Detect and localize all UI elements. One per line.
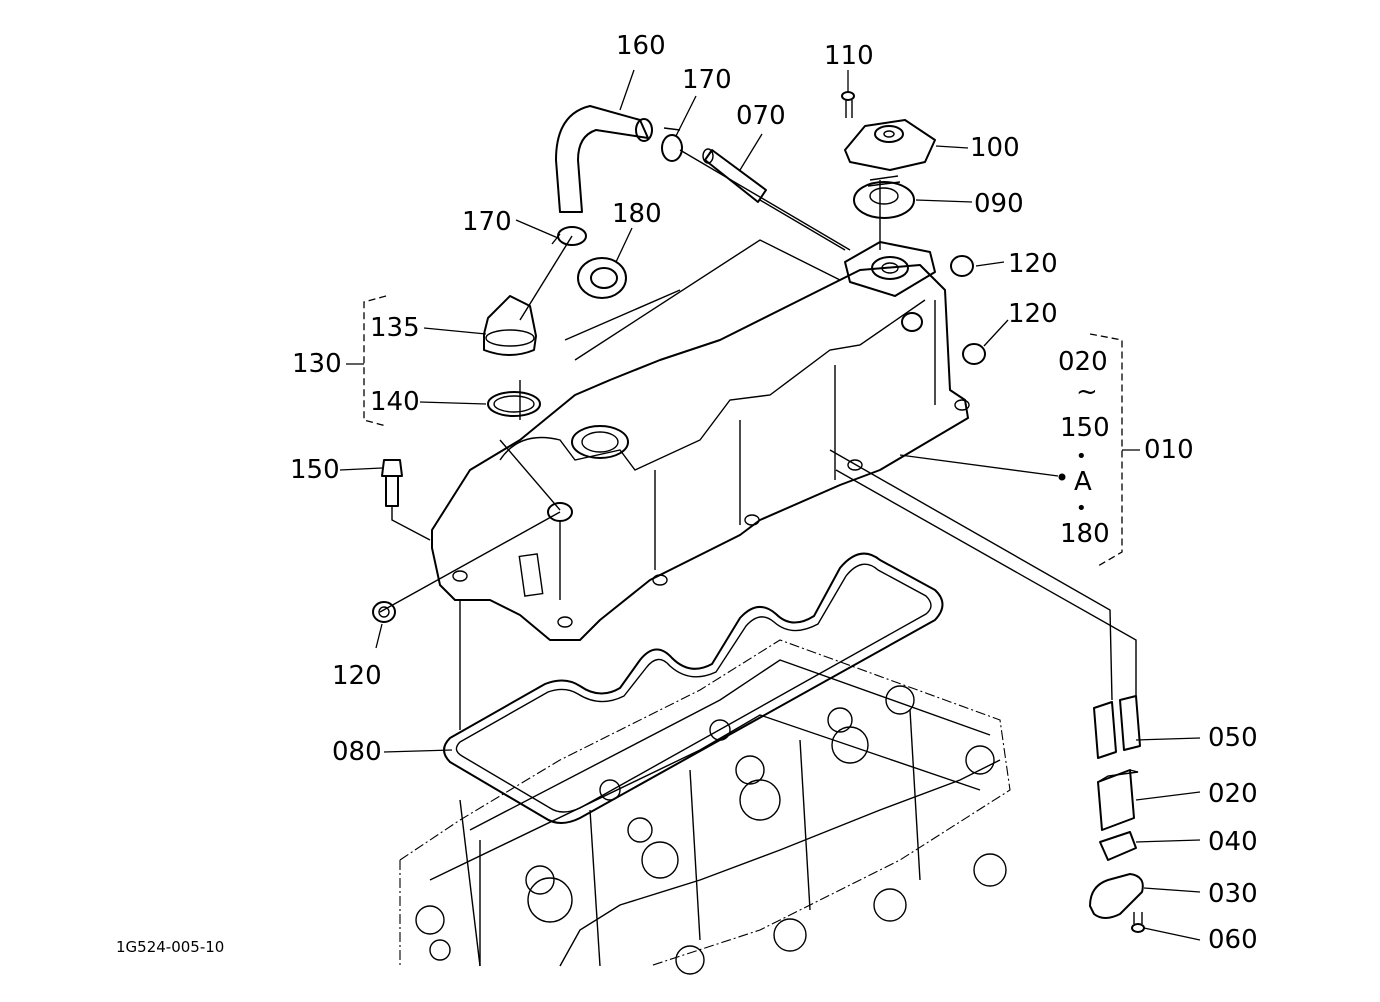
- label-040: 040: [1208, 827, 1258, 857]
- label-130: 130: [292, 349, 342, 379]
- assembly-note: 020 ~ 150 • A • 180: [1058, 347, 1110, 549]
- label-020: 020: [1208, 779, 1258, 809]
- note-dot-2: •: [1076, 498, 1087, 519]
- assembly-lines: [379, 149, 1137, 967]
- cylinder-head: [399, 639, 1011, 975]
- note-tilde: ~: [1076, 377, 1098, 407]
- label-030: 030: [1208, 879, 1258, 909]
- label-090: 090: [974, 189, 1024, 219]
- label-050: 050: [1208, 723, 1258, 753]
- label-080: 080: [332, 737, 382, 767]
- label-170-top: 170: [682, 65, 732, 95]
- oil-filler-cap: [483, 295, 537, 356]
- screw-110: [841, 91, 855, 118]
- note-150: 150: [1060, 413, 1110, 443]
- group-bracket-130: [363, 295, 387, 427]
- label-060: 060: [1208, 925, 1258, 955]
- leader-lines: [339, 69, 1201, 941]
- label-160: 160: [616, 31, 666, 61]
- rocker-cover-gasket: [443, 552, 944, 824]
- label-100: 100: [970, 133, 1020, 163]
- label-070: 070: [736, 101, 786, 131]
- bolt-150: [381, 459, 403, 507]
- note-020: 020: [1058, 347, 1108, 377]
- element-020: [1097, 769, 1139, 831]
- label-120-left: 120: [332, 661, 382, 691]
- label-150: 150: [290, 455, 340, 485]
- breather-pipe: [702, 148, 767, 203]
- hose-clamp-left: [551, 226, 587, 246]
- o-ring: [487, 391, 541, 417]
- label-120-right-lower: 120: [1008, 299, 1058, 329]
- bracket-050: [1093, 695, 1141, 759]
- breather-hose: [555, 105, 653, 213]
- label-010: 010: [1144, 435, 1194, 465]
- grommet-right-upper: [950, 255, 974, 277]
- grommet-right-lower: [962, 343, 986, 365]
- breather-valve-090: [853, 175, 915, 219]
- group-bracket-010: [1089, 333, 1123, 567]
- figure-code: 1G524-005-10: [116, 938, 224, 956]
- rocker-arm-cover: [431, 241, 970, 641]
- part-labels: 160 170 070 110 100 090 170 180 120 120 …: [290, 31, 1258, 955]
- grommet-left: [372, 601, 396, 623]
- label-120-right-upper: 120: [1008, 249, 1058, 279]
- label-140: 140: [370, 387, 420, 417]
- label-170-left: 170: [462, 207, 512, 237]
- screw-060: [1131, 912, 1145, 933]
- hose-clamp-top: [661, 127, 683, 162]
- oil-seal: [577, 257, 627, 299]
- label-180: 180: [612, 199, 662, 229]
- plate-040: [1099, 831, 1137, 861]
- note-180: 180: [1060, 519, 1110, 549]
- note-A: A: [1074, 467, 1092, 497]
- label-110: 110: [824, 41, 874, 71]
- cover-030: [1089, 873, 1144, 919]
- breather-cover-100: [844, 119, 936, 171]
- note-dot-1: •: [1076, 446, 1087, 467]
- label-135: 135: [370, 313, 420, 343]
